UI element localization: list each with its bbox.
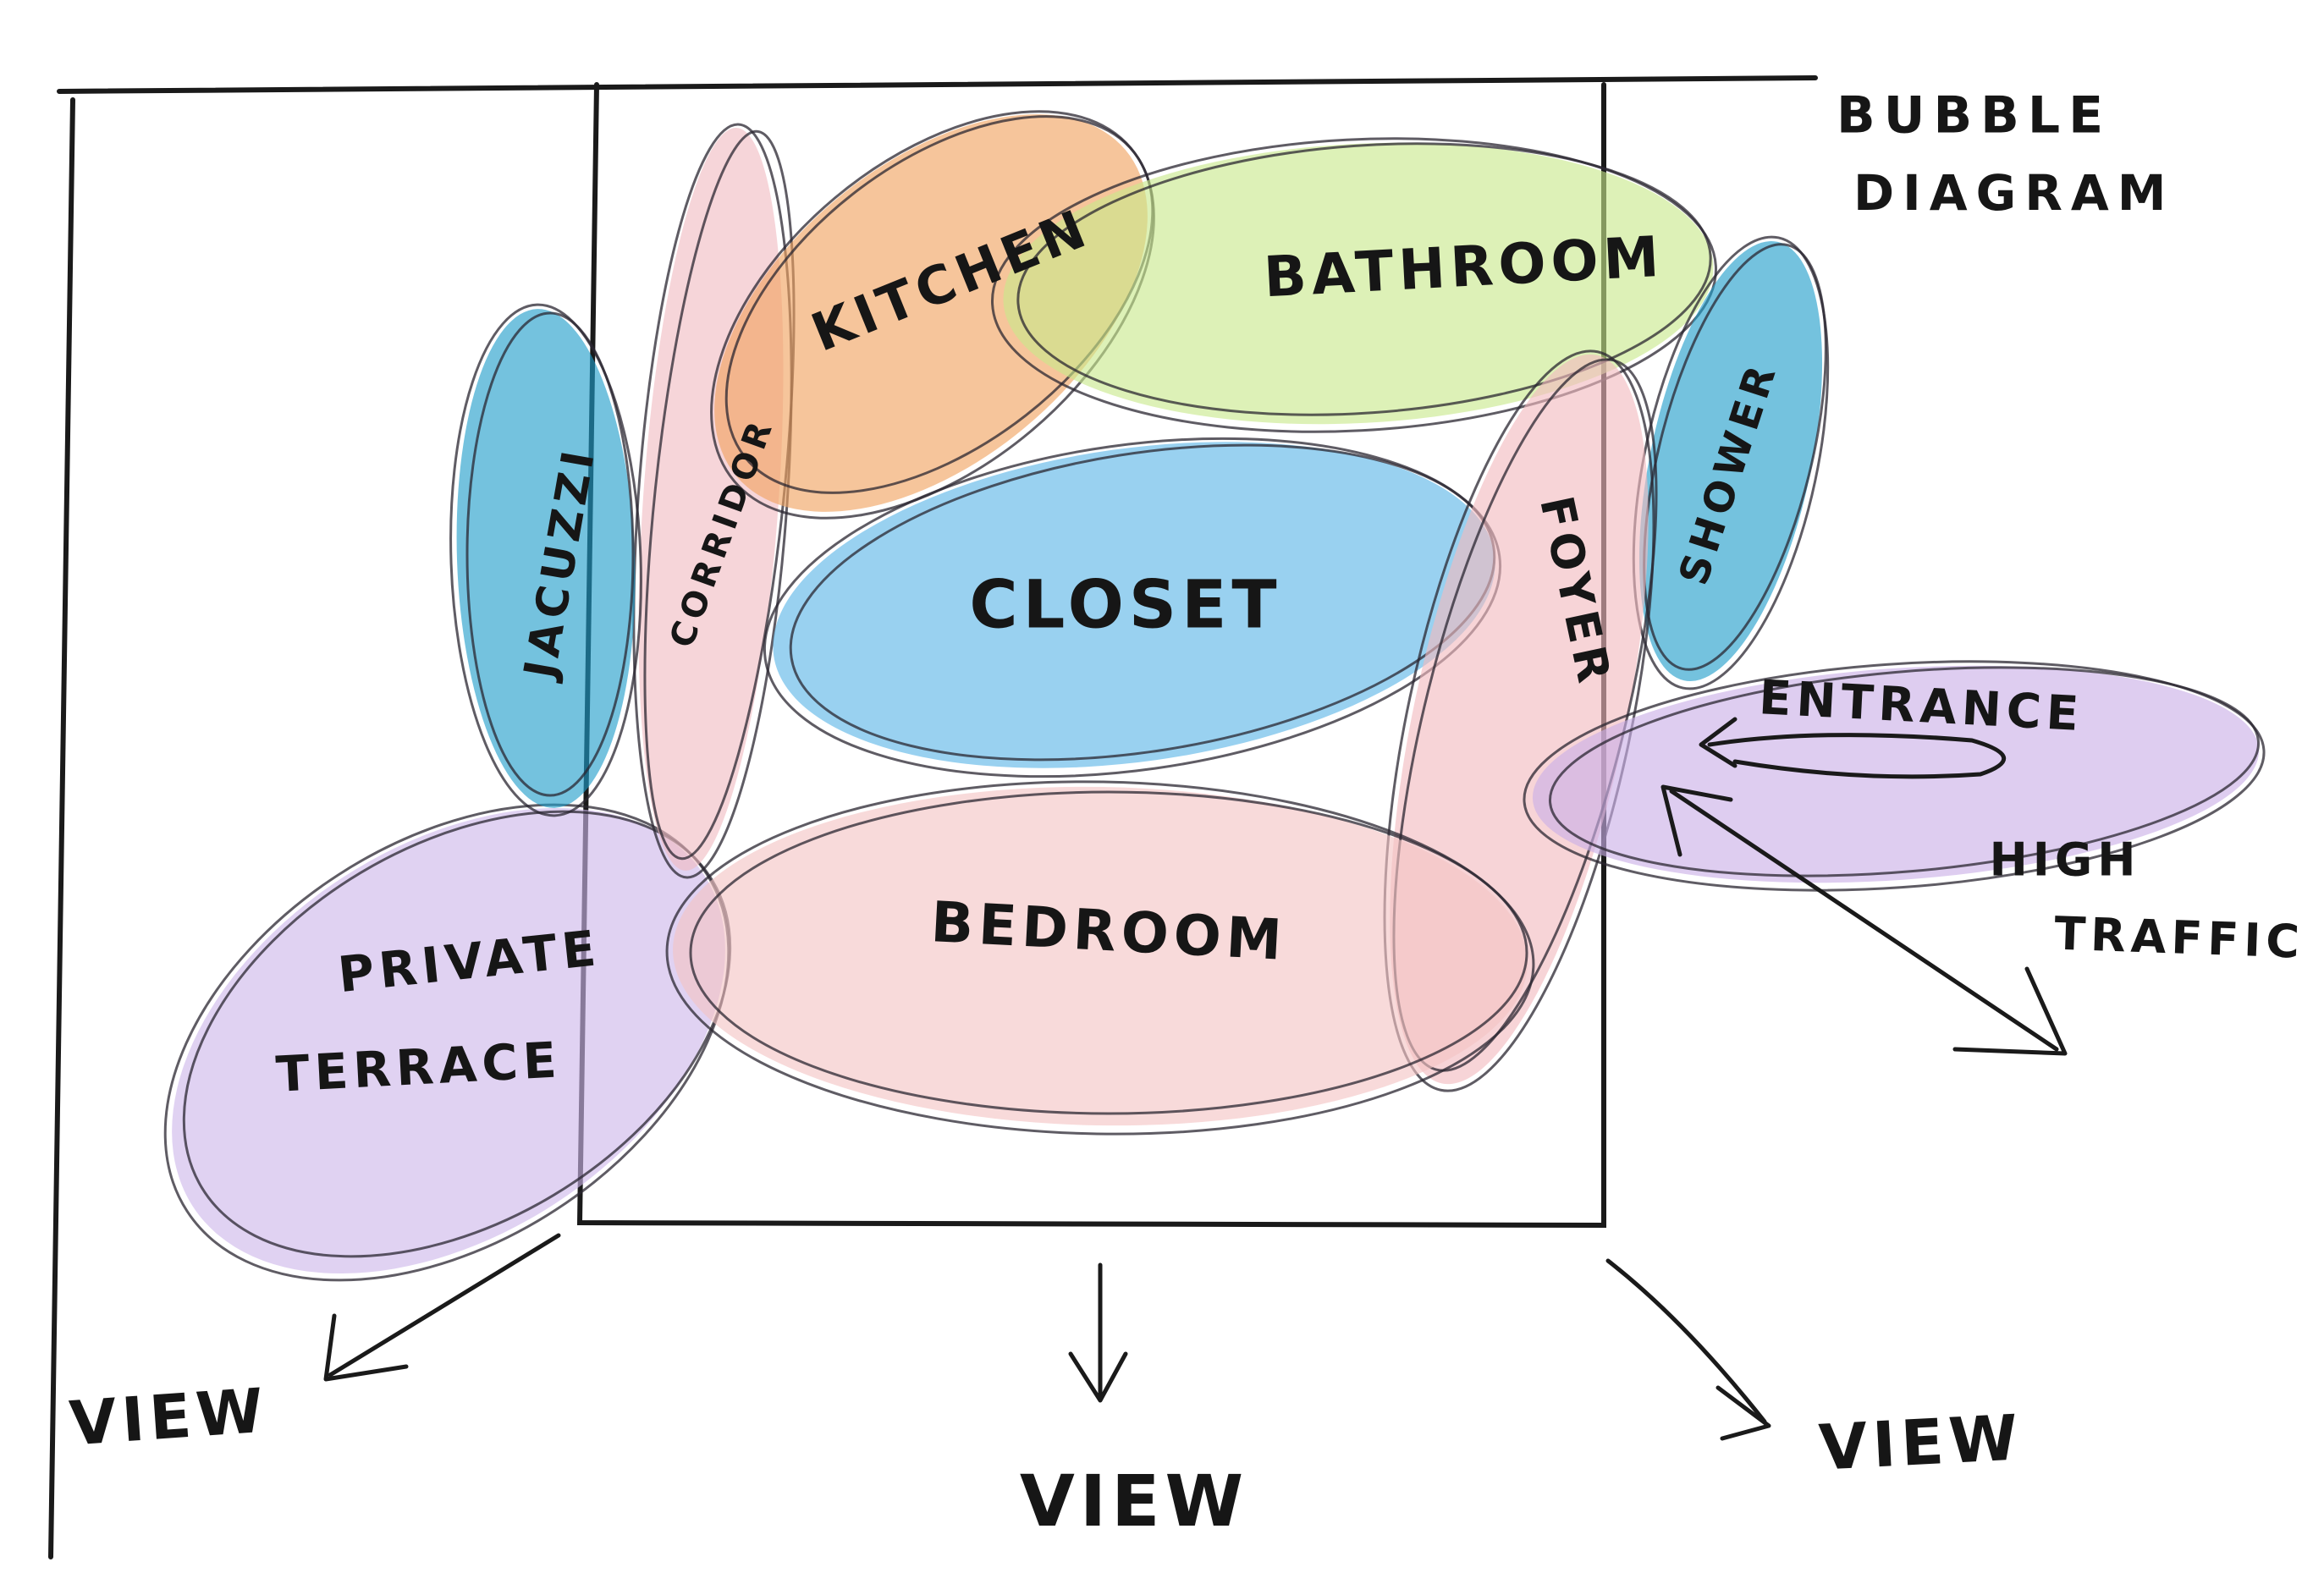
bubble-jacuzzi[interactable] bbox=[443, 301, 650, 818]
jacuzzi-outline-2 bbox=[465, 311, 635, 797]
bubble-kitchen[interactable] bbox=[636, 31, 1229, 597]
closet-fill bbox=[773, 442, 1495, 768]
label-view-right: VIEW bbox=[1817, 1401, 2024, 1485]
left-edge-line bbox=[48, 97, 75, 1559]
shower-outline-2 bbox=[1643, 243, 1827, 671]
label-traffic: TRAFFIC bbox=[2053, 907, 2305, 969]
entrance-outline bbox=[1523, 660, 2266, 892]
entrance-loop-arrow bbox=[1699, 717, 2007, 779]
bubble-bathroom[interactable] bbox=[985, 121, 1724, 449]
label-view-center: VIEW bbox=[1020, 1460, 1248, 1543]
bedroom-outline bbox=[665, 780, 1535, 1136]
view-arrow-center bbox=[1068, 1262, 1128, 1403]
shower-outline bbox=[1632, 235, 1830, 690]
terrace-fill bbox=[172, 807, 725, 1274]
entrance-outline-2 bbox=[1548, 666, 2261, 877]
view-arrow-left bbox=[323, 1233, 561, 1382]
bedroom-fill bbox=[673, 786, 1528, 1126]
top-wall bbox=[57, 75, 1818, 94]
kitchen-fill bbox=[714, 114, 1148, 512]
bubbles bbox=[163, 31, 2272, 1282]
kitchen-outline-2 bbox=[724, 115, 1154, 494]
title-line-2: DIAGRAM bbox=[1853, 164, 2174, 222]
bubble-shower[interactable] bbox=[1599, 220, 1864, 707]
jacuzzi-fill bbox=[456, 309, 636, 808]
arrows bbox=[323, 717, 2068, 1441]
bubble-entrance[interactable] bbox=[1517, 639, 2272, 913]
title-line-1: BUBBLE bbox=[1837, 86, 2112, 146]
label-high: HIGH bbox=[1990, 833, 2141, 887]
bubble-bedroom[interactable] bbox=[664, 774, 1536, 1141]
bathroom-outline-2 bbox=[1016, 142, 1712, 416]
label-closet: CLOSET bbox=[969, 567, 1281, 643]
traffic-arrow bbox=[1660, 784, 2068, 1056]
bedroom-outline-2 bbox=[689, 790, 1528, 1115]
entrance-fill bbox=[1532, 665, 2260, 883]
bathroom-outline bbox=[990, 137, 1718, 433]
view-arrow-right bbox=[1605, 1258, 1771, 1441]
jacuzzi-outline bbox=[449, 303, 642, 817]
label-view-left: VIEW bbox=[67, 1374, 270, 1459]
bathroom-fill bbox=[1003, 142, 1714, 425]
